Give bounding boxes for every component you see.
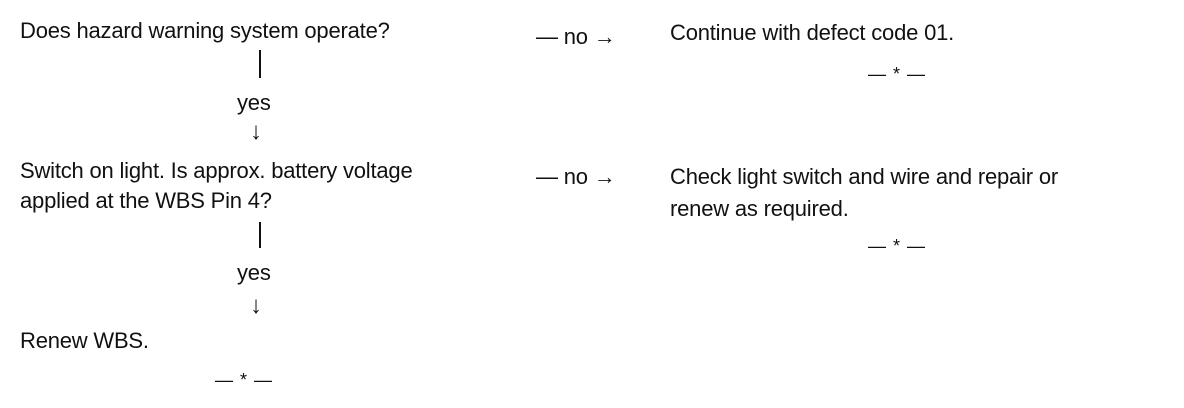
down-arrow-icon: ↓	[250, 292, 262, 319]
question-hazard-warning: Does hazard warning system operate?	[20, 18, 390, 43]
no-branch-label-2: — no →	[536, 164, 616, 189]
action-check-light-switch-line-1: Check light switch and wire and repair o…	[670, 164, 1058, 189]
end-mark-final: — * —	[215, 370, 274, 390]
end-mark-1: — * —	[868, 64, 927, 84]
down-arrow-icon: ↓	[250, 118, 262, 145]
no-branch-label-1: — no →	[536, 24, 616, 49]
flow-line-1	[259, 50, 261, 78]
flow-line-2	[259, 222, 261, 248]
action-continue-defect-code: Continue with defect code 01.	[670, 20, 955, 45]
final-action-renew-wbs: Renew WBS.	[20, 328, 149, 353]
yes-branch-label-1: yes	[237, 90, 271, 115]
end-mark-2: — * —	[868, 236, 927, 256]
action-check-light-switch-line-2: renew as required.	[670, 196, 849, 221]
question-battery-voltage-line-1: Switch on light. Is approx. battery volt…	[20, 158, 413, 183]
question-battery-voltage-line-2: applied at the WBS Pin 4?	[20, 188, 272, 213]
yes-branch-label-2: yes	[237, 260, 271, 285]
